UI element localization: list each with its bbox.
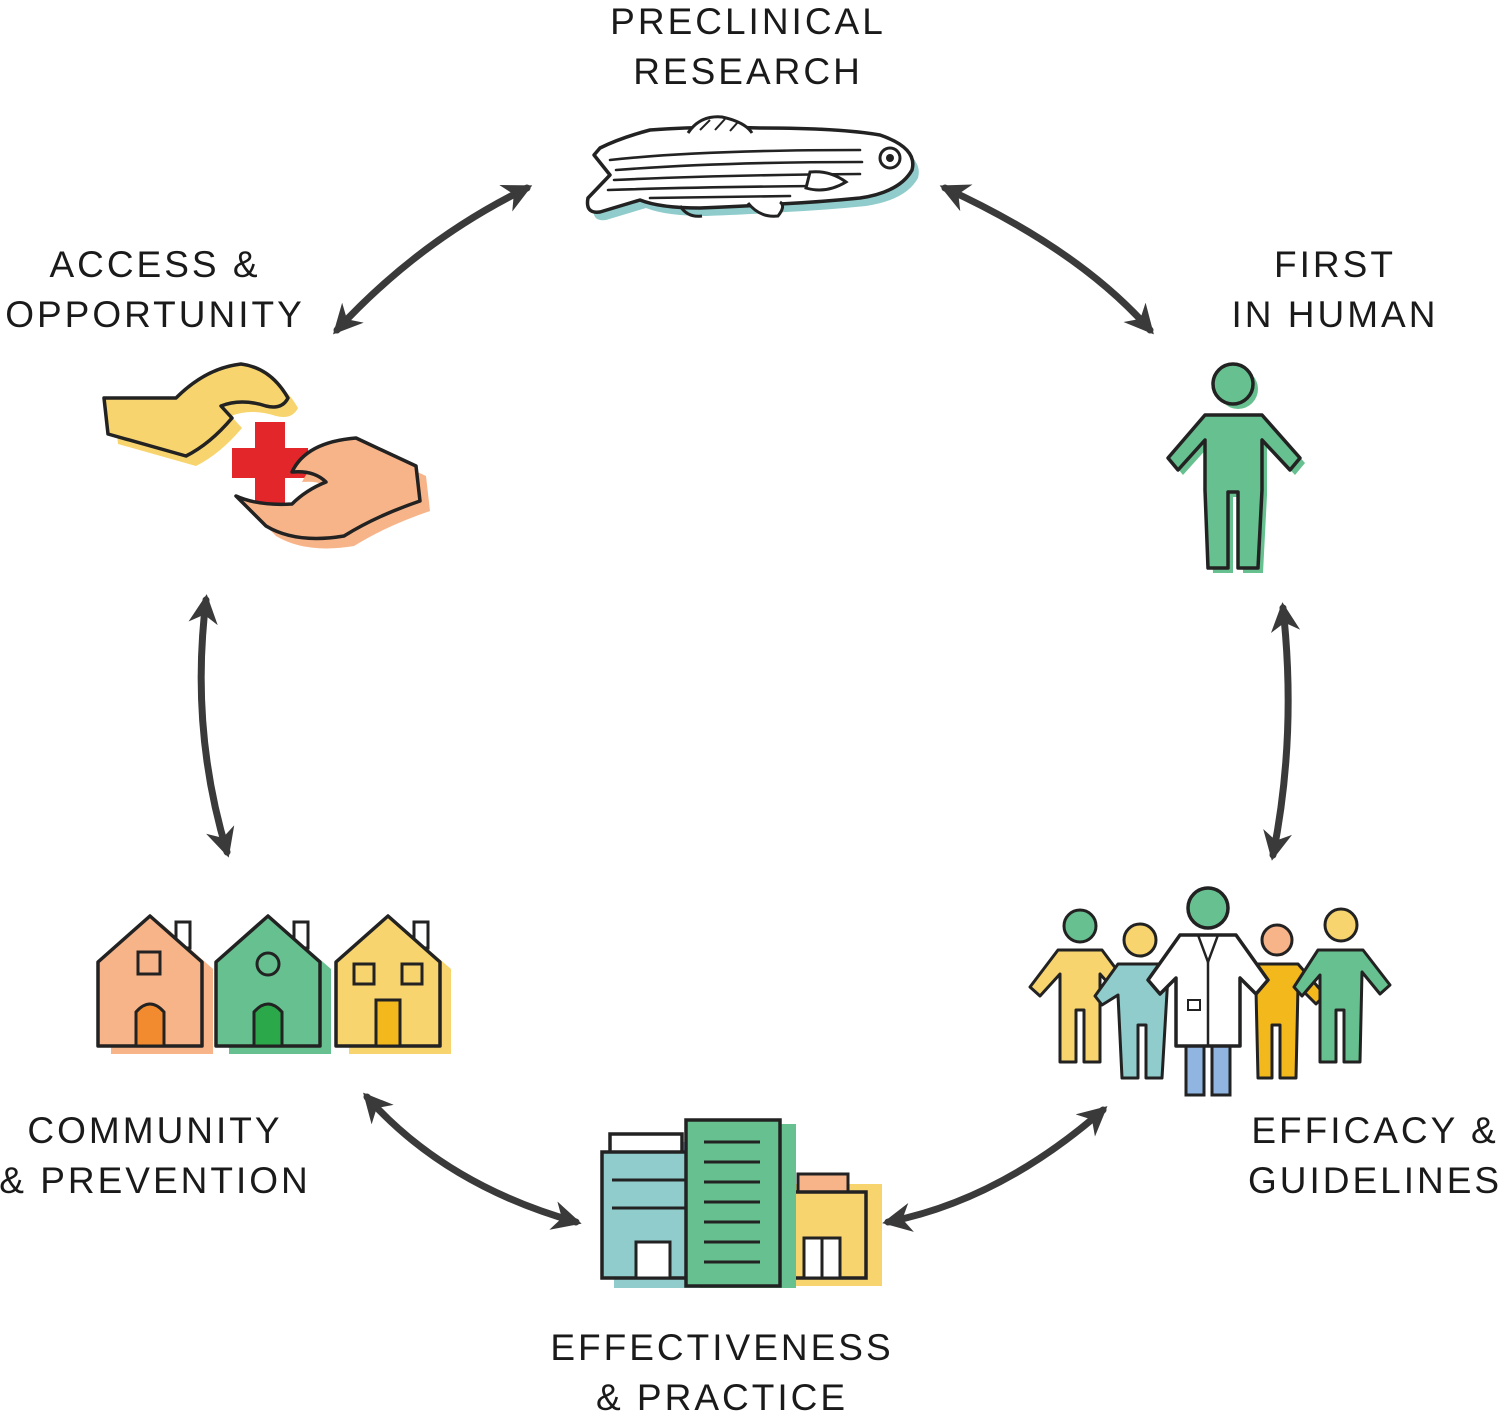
label-effectiveness-line1: EFFECTIVENESS	[550, 1327, 894, 1368]
arrow-access-preclinical	[333, 184, 533, 335]
houses-icon	[96, 914, 451, 1054]
hospital-buildings-icon	[600, 1118, 882, 1288]
label-community-line2: & PREVENTION	[0, 1160, 311, 1201]
house-green	[214, 914, 331, 1054]
zebrafish-icon	[585, 115, 919, 221]
hands-medical-cross-icon	[102, 362, 430, 549]
label-first-in-human-line2: IN HUMAN	[1231, 294, 1439, 335]
label-first-in-human: FIRST IN HUMAN	[1165, 240, 1504, 340]
label-effectiveness-line2: & PRACTICE	[595, 1377, 849, 1418]
person-icon	[1166, 362, 1305, 573]
label-efficacy-line2: GUIDELINES	[1247, 1160, 1503, 1201]
label-efficacy-guidelines: EFFICACY & GUIDELINES	[1225, 1106, 1504, 1206]
arrow-effectiveness-community	[363, 1092, 582, 1230]
label-effectiveness-practice: EFFECTIVENESS & PRACTICE	[512, 1323, 932, 1423]
arrow-first-in-human-efficacy	[1263, 602, 1301, 861]
cycle-arrows	[188, 184, 1301, 1232]
arrow-preclinical-first-in-human	[939, 184, 1154, 335]
label-community-line1: COMMUNITY	[27, 1110, 283, 1151]
group-person-green	[1292, 907, 1392, 1064]
group-person-gold	[1253, 923, 1327, 1080]
label-preclinical-line1: PRECLINICAL	[610, 1, 886, 42]
label-efficacy-line1: EFFICACY &	[1251, 1110, 1499, 1151]
label-preclinical-research: PRECLINICAL RESEARCH	[548, 0, 948, 97]
house-yellow	[334, 914, 451, 1054]
label-community-prevention: COMMUNITY & PREVENTION	[0, 1106, 320, 1206]
group-person-teal	[1093, 922, 1170, 1080]
group-doctor	[1146, 886, 1270, 1097]
label-access-line2: OPPORTUNITY	[5, 294, 305, 335]
label-access-line1: ACCESS &	[49, 244, 261, 285]
label-first-in-human-line1: FIRST	[1274, 244, 1396, 285]
arrow-community-access	[188, 594, 235, 858]
arrow-efficacy-effectiveness	[882, 1106, 1108, 1232]
label-access-opportunity: ACCESS & OPPORTUNITY	[0, 240, 320, 340]
house-peach	[96, 914, 213, 1054]
group-person-yellow	[1028, 908, 1130, 1064]
group-with-doctor-icon	[1028, 886, 1392, 1097]
label-preclinical-line2: RESEARCH	[633, 51, 863, 92]
